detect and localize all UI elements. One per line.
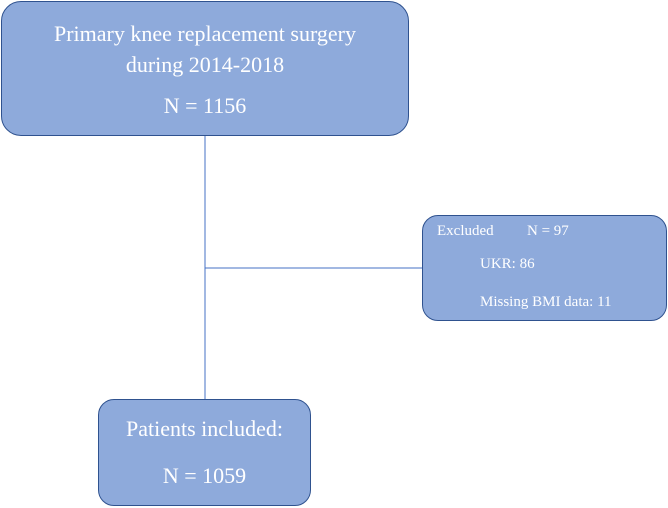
excluded-ukr: UKR: 86 <box>480 256 535 272</box>
included-box: Patients included: N = 1059 <box>98 399 311 506</box>
excluded-title: Excluded <box>437 223 494 239</box>
excluded-box: Excluded N = 97 UKR: 86 Missing BMI data… <box>422 215 667 321</box>
included-count: N = 1059 <box>162 463 247 488</box>
initial-cohort-line1: Primary knee replacement surgery <box>54 21 356 46</box>
excluded-missing-bmi: Missing BMI data: 11 <box>480 294 612 310</box>
initial-cohort-box: Primary knee replacement surgery during … <box>1 1 409 136</box>
included-title: Patients included: <box>125 416 284 441</box>
initial-cohort-line2: during 2014-2018 <box>125 52 285 77</box>
initial-cohort-count: N = 1156 <box>163 93 247 118</box>
excluded-count: N = 97 <box>527 223 569 239</box>
